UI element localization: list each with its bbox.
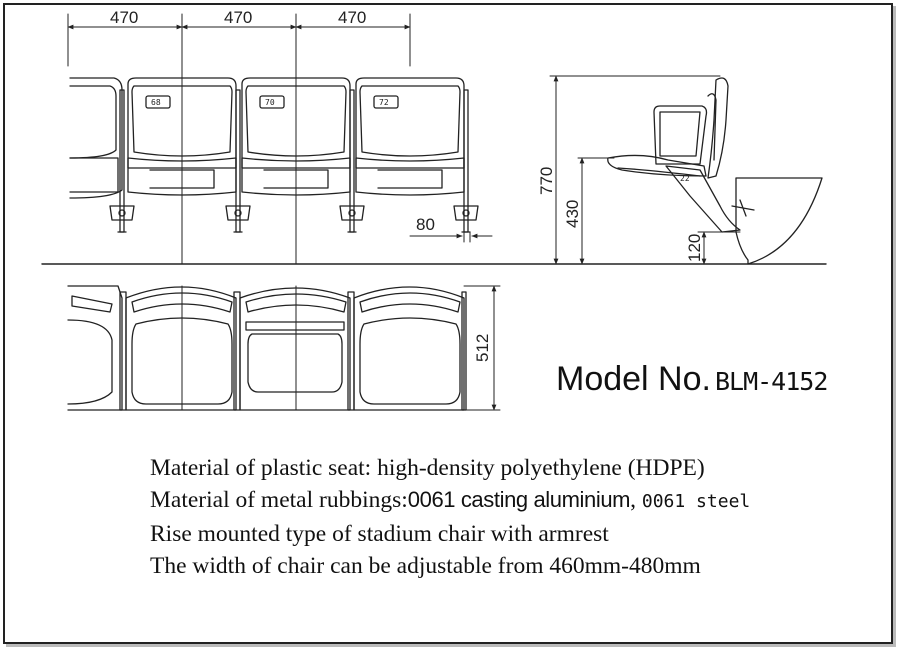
arm-posts-top: [119, 291, 467, 411]
leg-offset-label: 80: [416, 215, 435, 234]
model-label: Model No.: [556, 360, 711, 398]
side-view: 770 430 120 22: [537, 75, 823, 265]
stand-posts: [109, 89, 479, 233]
width-label-1: 470: [110, 8, 138, 27]
note-mount-type: Rise mounted type of stadium chair with …: [150, 521, 609, 547]
seat-top-2: [239, 285, 351, 411]
depth-dimension: [463, 285, 501, 411]
front-view: 470 470 470: [41, 8, 827, 265]
seat-top-partial: [67, 285, 123, 411]
note-metal-prefix: Material of metal rubbings:: [150, 487, 408, 513]
depth-label: 512: [473, 334, 492, 362]
total-height-label: 770: [537, 167, 556, 195]
note-metal-steel: 0061 steel: [641, 491, 751, 512]
sheet-border: [3, 3, 893, 644]
note-material-seat: Material of plastic seat: high-density p…: [150, 455, 705, 481]
seat-number-tag: 68: [151, 98, 161, 107]
width-label-2: 470: [224, 8, 252, 27]
note-metal-separator: ,: [630, 487, 642, 513]
seat-front-1: [127, 77, 237, 196]
riser-height-label: 120: [685, 234, 704, 262]
seat-number-tag: 70: [265, 98, 275, 107]
model-number-block: Model No. BLM-4152: [556, 360, 828, 399]
seat-height-label: 430: [563, 200, 582, 228]
note-material-metal: Material of metal rubbings:0061 casting …: [150, 484, 750, 518]
leg-offset-dimension: [409, 231, 493, 243]
note-metal-aluminium: 0061 casting aluminium: [407, 487, 631, 512]
width-dimension: [67, 13, 411, 265]
seat-front-partial: [69, 77, 123, 199]
riser-step: [735, 177, 823, 265]
seat-front-3: [355, 77, 465, 196]
width-label-3: 470: [338, 8, 366, 27]
seat-number-tag: 72: [379, 98, 389, 107]
top-view: 512: [67, 285, 501, 411]
side-seat-tag: 22: [680, 174, 690, 183]
seat-top-1: [125, 285, 237, 411]
model-number: BLM-4152: [714, 367, 828, 396]
spec-notes: Material of plastic seat: high-density p…: [150, 452, 750, 582]
note-width-range: The width of chair can be adjustable fro…: [150, 553, 701, 579]
seat-top-3: [353, 286, 465, 411]
chair-side-profile: [607, 77, 755, 233]
